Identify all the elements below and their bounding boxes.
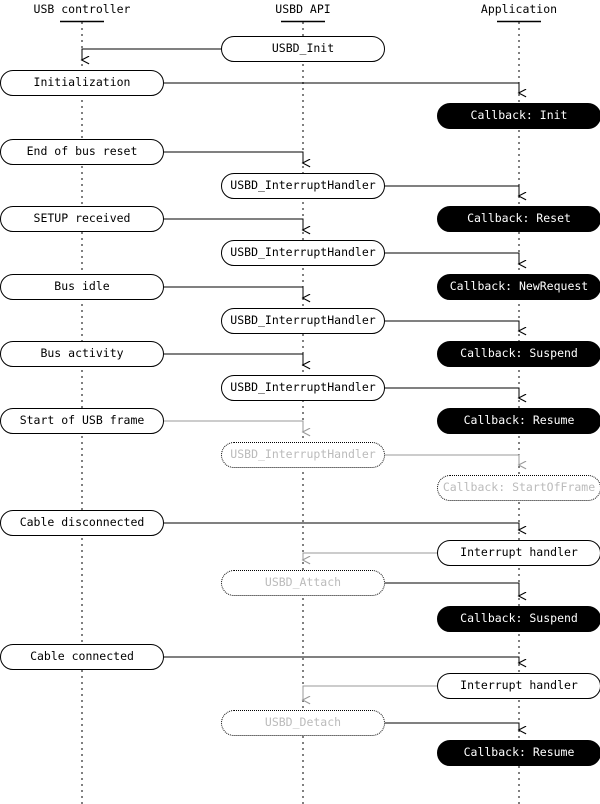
column-header-application: Application — [480, 2, 558, 16]
node-label-ih-2: USBD_InterruptHandler — [230, 245, 376, 260]
node-label-cb-reset: Callback: Reset — [467, 211, 571, 226]
node-label-cb-suspend-1: Callback: Suspend — [460, 346, 578, 361]
node-label-interrupt-handler-1: Interrupt handler — [460, 545, 578, 560]
node-interrupt-handler-2[interactable]: Interrupt handler — [437, 673, 600, 699]
message-m-sof-to-ih5 — [164, 420, 303, 432]
message-m-ih4-to-resume — [385, 387, 519, 398]
node-ih-5-ghost[interactable]: USBD_InterruptHandler — [221, 442, 385, 468]
node-start-of-usb-frame[interactable]: Start of USB frame — [0, 408, 164, 434]
node-label-ih-4: USBD_InterruptHandler — [230, 380, 376, 395]
node-end-of-bus-reset[interactable]: End of bus reset — [0, 139, 164, 165]
node-label-usbd-attach-ghost: USBD_Attach — [264, 575, 342, 590]
node-initialization[interactable]: Initialization — [0, 70, 164, 96]
node-usbd-detach-ghost[interactable]: USBD_Detach — [221, 710, 385, 736]
node-bus-activity[interactable]: Bus activity — [0, 341, 164, 367]
node-cb-suspend-1[interactable]: Callback: Suspend — [437, 341, 600, 367]
message-m-ih1-to-reset — [385, 185, 519, 196]
message-m-irq1-to-attach — [303, 552, 437, 560]
node-bus-idle[interactable]: Bus idle — [0, 274, 164, 300]
node-cb-startofframe-ghost[interactable]: Callback: StartOfFrame — [437, 475, 600, 501]
node-label-setup-received: SETUP received — [33, 211, 131, 226]
node-ih-2[interactable]: USBD_InterruptHandler — [221, 240, 385, 266]
node-label-cable-disconnected: Cable disconnected — [19, 515, 145, 530]
message-m-connected-to-irq2 — [164, 656, 519, 663]
message-m-attach-to-suspend — [385, 582, 519, 596]
node-usbd-attach-ghost[interactable]: USBD_Attach — [221, 570, 385, 596]
message-m-init-to-app — [164, 82, 519, 93]
node-interrupt-handler-1[interactable]: Interrupt handler — [437, 540, 600, 566]
node-label-end-of-bus-reset: End of bus reset — [26, 144, 138, 159]
node-label-usbd-init: USBD_Init — [271, 41, 335, 56]
node-label-ih-3: USBD_InterruptHandler — [230, 313, 376, 328]
message-m-setup-to-ih2 — [164, 218, 303, 230]
node-label-bus-idle: Bus idle — [54, 279, 110, 294]
node-label-initialization: Initialization — [33, 75, 131, 90]
node-ih-3[interactable]: USBD_InterruptHandler — [221, 308, 385, 334]
message-m-busreset-to-ih1 — [164, 151, 303, 163]
node-label-cb-resume-2: Callback: Resume — [463, 745, 575, 760]
node-label-bus-activity: Bus activity — [40, 346, 124, 361]
node-label-usbd-detach-ghost: USBD_Detach — [264, 715, 342, 730]
node-cable-disconnected[interactable]: Cable disconnected — [0, 510, 164, 536]
node-cb-reset[interactable]: Callback: Reset — [437, 206, 600, 232]
message-m-disconnected-to-irq1 — [164, 522, 519, 530]
message-m-ih3-to-suspend — [385, 320, 519, 331]
node-label-interrupt-handler-2: Interrupt handler — [460, 678, 578, 693]
message-m-busactivity-to-ih4 — [164, 353, 303, 365]
message-m-ih2-to-newrequest — [385, 252, 519, 264]
node-setup-received[interactable]: SETUP received — [0, 206, 164, 232]
node-cb-init[interactable]: Callback: Init — [437, 103, 600, 129]
node-cb-resume-1[interactable]: Callback: Resume — [437, 408, 600, 434]
message-m-detach-to-resume — [385, 722, 519, 730]
node-ih-1[interactable]: USBD_InterruptHandler — [221, 173, 385, 199]
message-m-ih5-to-startofframe — [385, 454, 519, 465]
message-m-init-to-controller — [82, 48, 221, 60]
node-label-ih-5-ghost: USBD_InterruptHandler — [230, 447, 376, 462]
node-cable-connected[interactable]: Cable connected — [0, 644, 164, 670]
message-m-busidle-to-ih3 — [164, 286, 303, 298]
node-label-cb-resume-1: Callback: Resume — [463, 413, 575, 428]
column-header-usb-controller: USB controller — [33, 2, 131, 16]
node-label-cb-init: Callback: Init — [470, 108, 568, 123]
node-cb-resume-2[interactable]: Callback: Resume — [437, 740, 600, 766]
node-label-cb-newrequest: Callback: NewRequest — [449, 279, 589, 294]
node-usbd-init[interactable]: USBD_Init — [221, 36, 385, 62]
node-label-cb-suspend-2: Callback: Suspend — [460, 611, 578, 626]
node-label-cb-startofframe-ghost: Callback: StartOfFrame — [442, 480, 596, 495]
node-label-cable-connected: Cable connected — [30, 649, 134, 664]
node-ih-4[interactable]: USBD_InterruptHandler — [221, 375, 385, 401]
column-header-usbd-api: USBD API — [275, 2, 331, 16]
message-m-irq2-to-detach — [303, 685, 437, 700]
node-cb-suspend-2[interactable]: Callback: Suspend — [437, 606, 600, 632]
node-label-start-of-usb-frame: Start of USB frame — [19, 413, 145, 428]
node-label-ih-1: USBD_InterruptHandler — [230, 178, 376, 193]
node-cb-newrequest[interactable]: Callback: NewRequest — [437, 274, 600, 300]
